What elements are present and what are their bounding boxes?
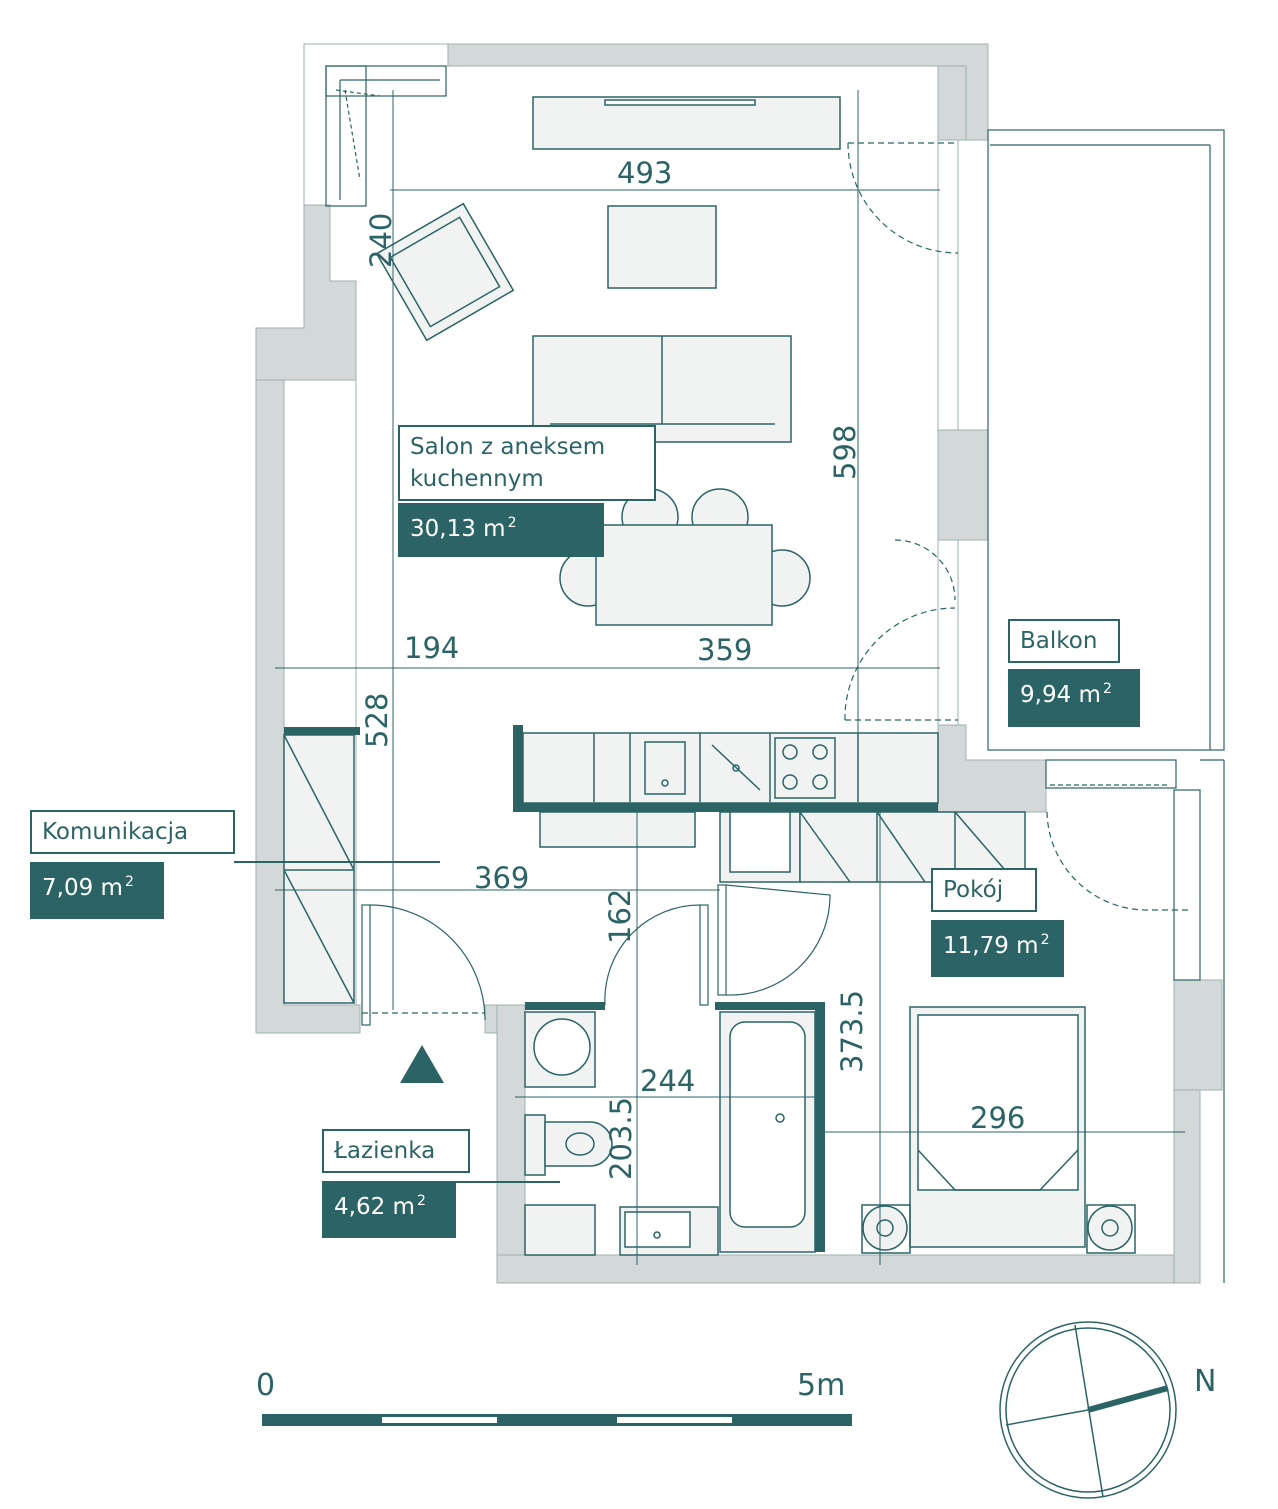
compass-icon bbox=[999, 1321, 1177, 1499]
wall-right-pier bbox=[937, 429, 989, 541]
kitchen-partition-bottom bbox=[513, 802, 938, 812]
armchair bbox=[375, 202, 515, 342]
door-balcony bbox=[844, 142, 959, 721]
dimension-162: 162 bbox=[603, 888, 637, 944]
room-label-lazienka: Łazienka bbox=[322, 1129, 470, 1173]
dimension-lines bbox=[234, 90, 1185, 1265]
door-entrance bbox=[361, 904, 486, 1026]
scale-start-label: 0 bbox=[256, 1368, 276, 1403]
dimension-493: 493 bbox=[617, 156, 673, 190]
dimension-369: 369 bbox=[474, 861, 530, 895]
kitchen-counter bbox=[522, 732, 939, 848]
bath-partition-top-left bbox=[525, 1002, 605, 1010]
wall-bottom bbox=[496, 1254, 1201, 1284]
wall-left-step bbox=[255, 204, 357, 381]
dimension-359: 359 bbox=[697, 633, 753, 667]
wall-right-pier2 bbox=[1173, 979, 1223, 1091]
window-top-left bbox=[325, 65, 447, 207]
room-label-komunikacja: Komunikacja bbox=[30, 810, 235, 854]
dimension-598: 598 bbox=[828, 424, 862, 480]
scale-bar bbox=[262, 1414, 852, 1426]
wall-bath-left bbox=[496, 1004, 526, 1256]
scale-end-label: 5m bbox=[797, 1368, 846, 1403]
wall-top-right bbox=[937, 65, 967, 141]
door-bathroom bbox=[604, 904, 709, 1006]
coffee-table bbox=[607, 205, 717, 289]
door-room-balcony bbox=[1046, 811, 1190, 911]
top-counter bbox=[532, 96, 841, 150]
dimension-240: 240 bbox=[364, 212, 398, 268]
dimension-296: 296 bbox=[970, 1101, 1026, 1135]
kitchen-partition bbox=[513, 725, 523, 810]
room-label-salon: Salon z aneksem kuchennym bbox=[398, 425, 656, 501]
door-room bbox=[717, 884, 831, 996]
top-vent bbox=[604, 99, 756, 106]
entrance-arrow bbox=[400, 1045, 444, 1083]
dimension-528: 528 bbox=[360, 692, 394, 748]
wall-right-lower bbox=[937, 724, 1047, 813]
bath-partition-top-right bbox=[715, 1002, 825, 1010]
hall-wardrobe-left bbox=[283, 734, 355, 1004]
room-label-pokoj: Pokój bbox=[931, 868, 1037, 912]
dimension-194: 194 bbox=[404, 631, 460, 665]
bath-partition-right bbox=[815, 1002, 825, 1252]
dimension-373-5: 373.5 bbox=[835, 989, 869, 1073]
room-label-balkon: Balkon bbox=[1008, 619, 1120, 663]
dimension-244: 244 bbox=[640, 1064, 696, 1098]
dimension-203-5: 203.5 bbox=[604, 1096, 638, 1180]
bathroom-fixtures bbox=[524, 1011, 816, 1256]
dining-table bbox=[595, 524, 773, 626]
balcony-frame bbox=[987, 129, 1225, 1283]
wall-hall-lower bbox=[484, 1004, 498, 1034]
hall-partition bbox=[284, 727, 360, 735]
bed bbox=[861, 1006, 1136, 1254]
compass-north-label: N bbox=[1194, 1364, 1217, 1399]
